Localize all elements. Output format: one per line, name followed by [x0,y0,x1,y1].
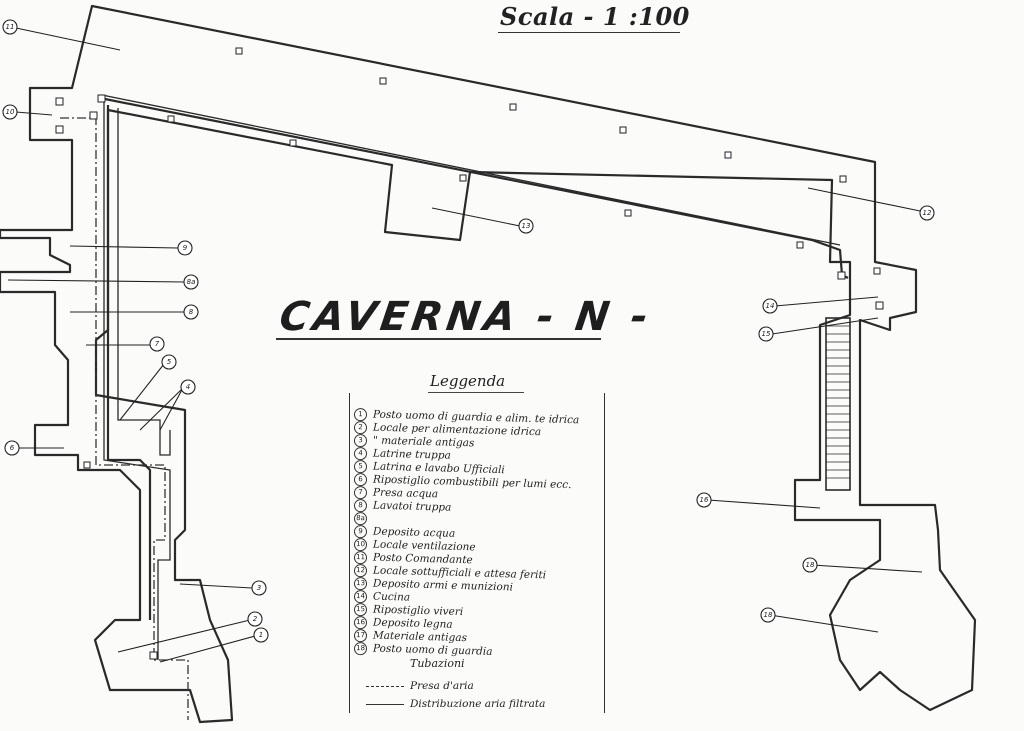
svg-text:13: 13 [522,222,531,230]
svg-text:11: 11 [6,23,15,31]
legend-number: 2 [353,421,368,435]
svg-text:16: 16 [700,496,709,504]
legend-number: 8 [353,499,368,513]
filtered-air-line [101,94,841,660]
solid-line-sample [366,703,404,705]
legend-text: Cucina [372,590,411,604]
svg-text:10: 10 [6,108,15,116]
legend-number: 14 [353,590,368,604]
scale-underline [498,32,680,33]
marker-11: 11 [2,19,18,35]
svg-text:18: 18 [764,611,773,619]
marker-1: 1 [253,627,269,643]
legend-number: 1 [353,408,368,422]
inner-corridor-wall [117,108,171,456]
legend-number: 9 [353,525,368,539]
marker-18-upper: 18 [802,557,818,573]
legend-number: 5 [353,460,368,474]
svg-text:8: 8 [189,308,194,316]
svg-text:6: 6 [10,444,15,452]
legend-heading-rule [428,392,524,393]
pipe-legend-air-intake: Presa d'aria [366,680,474,692]
legend-number: 6 [353,473,368,487]
legend-number: 17 [353,629,368,643]
marker-4: 4 [180,379,196,395]
outer-gallery-wall [0,4,977,724]
legend-number: 10 [353,538,368,552]
marker-16: 16 [696,492,712,508]
svg-text:14: 14 [766,302,775,310]
marker-12: 12 [919,205,935,221]
legend-number: 7 [353,486,368,500]
svg-text:7: 7 [155,340,160,348]
marker-13: 13 [518,218,534,234]
pipe-legend-text: Presa d'aria [410,680,474,692]
marker-18-lower: 18 [760,607,776,623]
marker-8a: 8a [183,274,199,290]
marker-7: 7 [149,336,165,352]
legend-number: 4 [353,447,368,461]
svg-text:18: 18 [806,561,815,569]
marker-3: 3 [251,580,267,596]
plan-title-underline [276,338,601,340]
air-intake-line [60,117,189,720]
svg-text:4: 4 [186,383,190,391]
marker-14: 14 [762,298,778,314]
leader-lines [7,27,926,663]
svg-text:15: 15 [762,330,771,338]
legend-number: 15 [353,603,368,617]
plan-title: CAVERNA - N - [276,294,655,340]
svg-text:2: 2 [253,615,258,623]
marker-5: 5 [161,354,177,370]
pipe-legend-filtered-air: Distribuzione aria filtrata [366,698,545,710]
marker-15: 15 [758,326,774,342]
svg-text:9: 9 [183,244,188,252]
legend-number: 12 [353,564,368,578]
dash-dot-line-sample [366,685,404,687]
legend-number: 3 [353,434,368,448]
pipe-legend-text: Distribuzione aria filtrata [410,698,546,710]
marker-10: 10 [2,104,18,120]
scale-label: Scala - 1 :100 [500,2,690,31]
legend-heading: Leggenda [430,372,506,390]
legend-box [349,393,605,713]
pipes-heading: Tubazioni [410,657,465,670]
legend-number: 11 [353,551,368,565]
marker-6: 6 [4,440,20,456]
marker-2: 2 [247,611,263,627]
wall-nodes [55,47,884,660]
svg-text:8a: 8a [187,278,196,286]
svg-text:5: 5 [167,358,172,366]
marker-9: 9 [177,240,193,256]
svg-text:3: 3 [257,584,261,592]
svg-text:12: 12 [923,209,932,217]
svg-text:1: 1 [259,631,263,639]
legend-number: 13 [353,577,368,591]
legend-number: 16 [353,616,368,630]
legend-number: 18 [353,642,368,656]
legend-number: 8a [353,512,368,526]
marker-8: 8 [183,304,199,320]
staircase [825,317,851,491]
